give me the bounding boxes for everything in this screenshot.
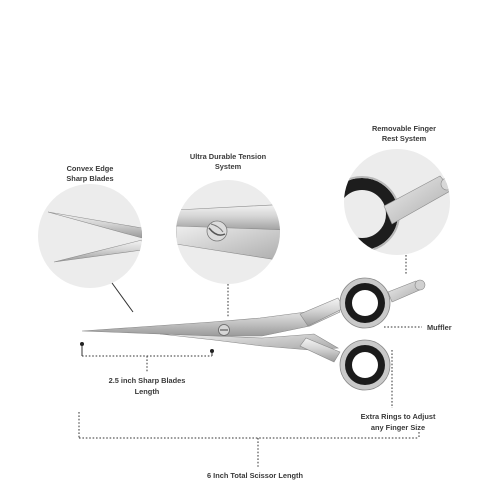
lower-blade-closeup bbox=[53, 239, 142, 263]
tension-label-line1: Ultra Durable Tension bbox=[190, 152, 267, 161]
finger-rest-callout: Removable Finger Rest System bbox=[344, 124, 450, 274]
lower-shank bbox=[299, 337, 341, 363]
total-length-label: 6 Inch Total Scissor Length bbox=[207, 471, 303, 480]
upper-blade bbox=[81, 301, 341, 337]
upper-ring-hole bbox=[352, 290, 378, 316]
muffler-label: Muffler bbox=[427, 323, 452, 332]
tension-blade-closeup bbox=[176, 203, 280, 233]
extra-rings-label-line2: any Finger Size bbox=[371, 423, 425, 432]
convex-edge-label-line2: Sharp Blades bbox=[66, 174, 113, 183]
finger-rest-label-line2: Rest System bbox=[382, 134, 427, 143]
blade-length-label-line1: 2.5 inch Sharp Blades bbox=[109, 376, 186, 385]
finger-rest-label-line1: Removable Finger bbox=[372, 124, 436, 133]
tension-label-line2: System bbox=[215, 162, 242, 171]
tension-blade-closeup-lower bbox=[176, 225, 280, 263]
muffler-callout: Muffler bbox=[384, 323, 452, 332]
extra-rings-callout: Extra Rings to Adjust any Finger Size bbox=[361, 350, 436, 432]
tension-screw-icon bbox=[206, 220, 228, 242]
convex-edge-zoom-circle bbox=[38, 184, 142, 288]
scissors-illustration bbox=[81, 277, 426, 391]
extra-rings-label-line1: Extra Rings to Adjust bbox=[361, 412, 436, 421]
finger-rest-tang bbox=[383, 175, 450, 225]
upper-blade-closeup bbox=[47, 211, 142, 239]
lower-blade bbox=[159, 333, 339, 351]
total-length-dimension: 6 Inch Total Scissor Length bbox=[78, 412, 420, 480]
lower-ring-hole bbox=[352, 352, 378, 378]
convex-edge-callout: Convex Edge Sharp Blades bbox=[38, 164, 142, 313]
tension-callout: Ultra Durable Tension System bbox=[176, 152, 280, 318]
blade-length-label-line2: Length bbox=[135, 387, 160, 396]
blade-length-dimension: 2.5 inch Sharp Blades Length bbox=[80, 342, 214, 396]
convex-edge-leader-line bbox=[111, 282, 134, 313]
convex-edge-label-line1: Convex Edge bbox=[67, 164, 114, 173]
